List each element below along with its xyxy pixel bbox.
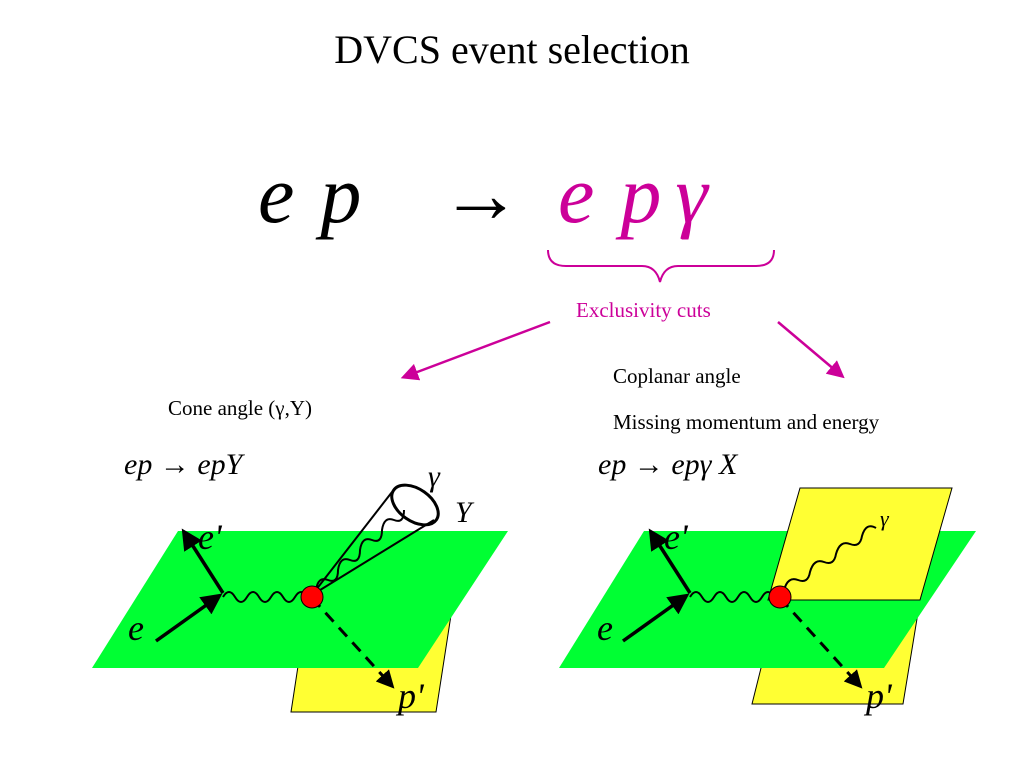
left-y-label: Y [455, 496, 475, 529]
left-cone-edge-1 [311, 491, 393, 596]
right-real-photon [783, 525, 877, 591]
left-vertex [300, 585, 324, 609]
left-diagram: e e' p' γ Y [92, 460, 508, 716]
exclusivity-label: Exclusivity cuts [576, 298, 711, 322]
exclusivity-brace [547, 249, 775, 283]
left-e-label: e [128, 608, 144, 648]
cone-angle-label: Cone angle (γ,Y) [168, 396, 312, 420]
right-yellow-plane-upper [767, 487, 953, 601]
right-virtual-photon [689, 591, 775, 603]
coplanar-angle-label: Coplanar angle [613, 364, 741, 388]
missing-momentum-label: Missing momentum and energy [613, 410, 880, 434]
right-gamma-label: γ [880, 506, 890, 531]
left-electron-in [154, 593, 223, 643]
left-real-photon [315, 509, 405, 591]
equation-rhs-p: p [620, 149, 662, 240]
left-cone-ellipse [390, 483, 440, 527]
equation-lhs-e: e [258, 149, 295, 240]
left-eprime-label: e' [198, 517, 223, 557]
right-pprime-label: p' [863, 676, 893, 716]
right-e-label: e [597, 608, 613, 648]
right-reaction-rhs: epγ X [671, 448, 738, 481]
left-reaction-arrow: → [159, 448, 190, 481]
left-electron-out [181, 528, 225, 594]
left-gamma-label: γ [428, 460, 441, 493]
right-electron-in [621, 593, 690, 643]
left-virtual-photon [222, 591, 308, 603]
left-pprime-label: p' [395, 676, 425, 716]
equation-rhs-gamma: γ [675, 149, 708, 240]
equation-lhs-p: p [320, 149, 362, 240]
right-electron-out [648, 528, 692, 594]
left-reaction-lhs: ep [124, 448, 153, 481]
right-reaction-arrow: → [633, 448, 664, 481]
slide-title: DVCS event selection [334, 27, 690, 72]
equation-arrow: → [440, 149, 522, 240]
exclusivity-arrow-right [777, 321, 845, 379]
left-reaction-rhs: epY [197, 448, 243, 481]
right-reaction: ep → epγ X [598, 448, 737, 482]
left-reaction: ep → epY [124, 448, 242, 482]
exclusivity-arrow-left [400, 320, 551, 381]
right-diagram: e e' p' γ [559, 487, 976, 716]
right-reaction-lhs: ep [598, 448, 627, 481]
right-eprime-label: e' [664, 517, 689, 557]
left-green-plane [92, 531, 508, 668]
right-vertex [768, 585, 792, 609]
equation-rhs-e: e [558, 149, 595, 240]
left-cone-edge-2 [311, 519, 435, 596]
